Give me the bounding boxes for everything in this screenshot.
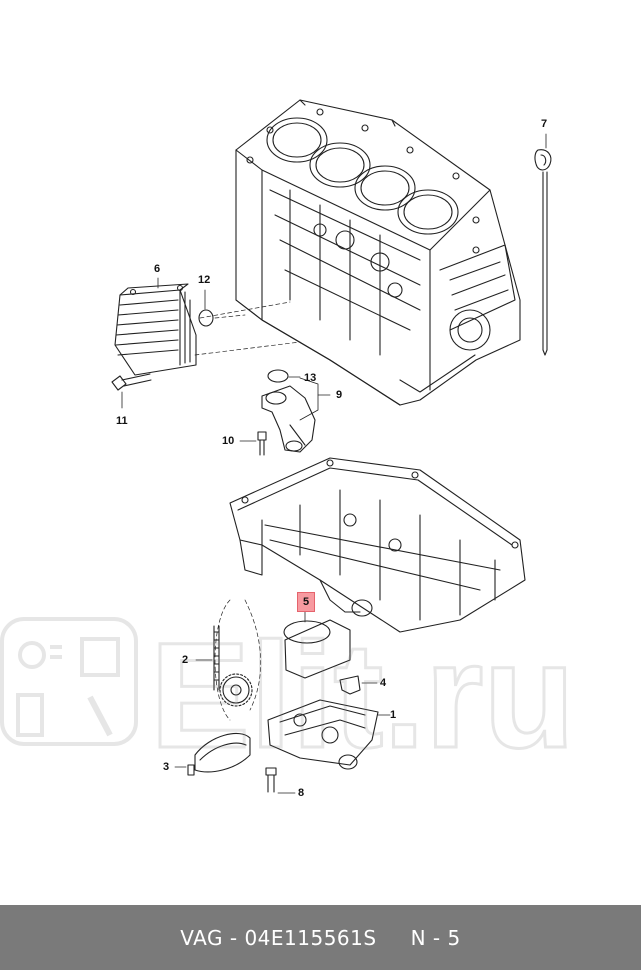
- callout-7: 7: [541, 118, 548, 130]
- oil-filter: [283, 611, 351, 679]
- callout-4: 4: [380, 677, 387, 689]
- callout-2: 2: [182, 654, 189, 666]
- callout-8: 8: [298, 787, 305, 799]
- dipstick: [534, 133, 552, 356]
- seal: [267, 369, 289, 383]
- part-number: VAG - 04E115561S: [180, 925, 377, 950]
- diagram-position: N - 5: [410, 925, 461, 950]
- bolt: [239, 431, 267, 456]
- callout-9: 9: [336, 389, 343, 401]
- oil-cooler: [114, 277, 197, 376]
- engine-block: [235, 99, 521, 406]
- callout-1: 1: [390, 709, 397, 721]
- oil-pan: [229, 457, 526, 633]
- suction-pipe: [261, 385, 316, 453]
- baffle: [174, 732, 251, 776]
- oil-pump: [267, 699, 391, 770]
- o-ring: [198, 309, 214, 327]
- sprocket: [219, 673, 253, 707]
- callout-5-highlighted[interactable]: 5: [297, 592, 315, 612]
- parts-diagram: [111, 99, 552, 794]
- bolt: [265, 767, 296, 794]
- drive-chain: [195, 599, 262, 721]
- part-number-footer: VAG - 04E115561S N - 5: [0, 905, 641, 970]
- bolt: [111, 373, 152, 409]
- callout-13: 13: [304, 372, 317, 384]
- callout-10: 10: [222, 435, 235, 447]
- callout-11: 11: [116, 415, 128, 427]
- callout-12: 12: [198, 274, 211, 286]
- bracket: [339, 675, 378, 695]
- callout-3: 3: [163, 761, 170, 773]
- callout-6: 6: [154, 263, 161, 275]
